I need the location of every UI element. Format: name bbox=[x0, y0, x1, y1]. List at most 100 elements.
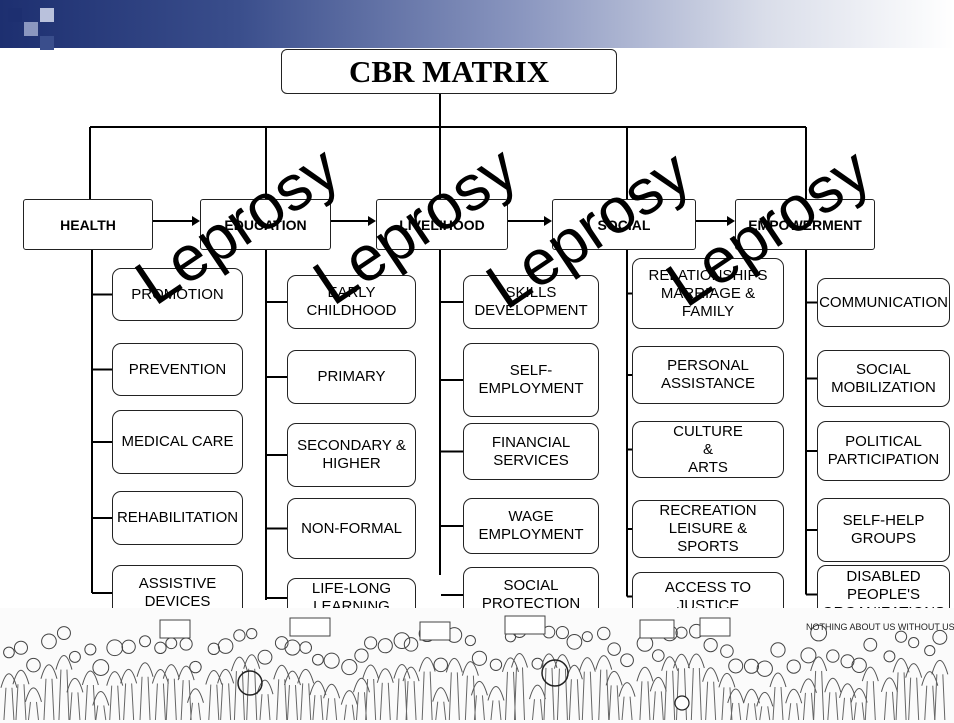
person-head bbox=[217, 638, 234, 654]
element-box: RELATIONSHIPS MARRIAGE & FAMILY bbox=[632, 258, 784, 329]
person-leg bbox=[813, 670, 817, 721]
person-body bbox=[186, 688, 204, 703]
person-leg bbox=[286, 685, 290, 721]
person-leg bbox=[343, 704, 347, 721]
person-leg bbox=[639, 681, 643, 721]
person-leg bbox=[539, 699, 543, 721]
person-body bbox=[0, 673, 18, 688]
element-box: EARLY CHILDHOOD bbox=[287, 275, 416, 329]
element-box: SELF-HELP GROUPS bbox=[817, 498, 950, 562]
element-box: SKILLS DEVELOPMENT bbox=[463, 275, 599, 329]
person-head bbox=[207, 642, 221, 656]
person-leg bbox=[23, 684, 27, 721]
corner-square-4 bbox=[40, 36, 54, 50]
person-head bbox=[471, 650, 488, 666]
person-head bbox=[464, 635, 476, 647]
arrowhead bbox=[192, 216, 200, 226]
element-box: PREVENTION bbox=[112, 343, 243, 396]
person-head bbox=[393, 632, 411, 650]
person-leg bbox=[294, 685, 298, 721]
person-body bbox=[649, 676, 667, 692]
person-head bbox=[703, 637, 718, 653]
person-head bbox=[41, 633, 57, 650]
person-body bbox=[402, 666, 420, 682]
person-head bbox=[26, 657, 41, 673]
person-leg bbox=[147, 676, 151, 721]
person-head bbox=[154, 641, 167, 655]
people-illustration-banner: NOTHING ABOUT US WITHOUT US bbox=[0, 608, 954, 723]
person-head bbox=[56, 626, 71, 641]
person-leg bbox=[95, 705, 99, 721]
person-head bbox=[756, 660, 773, 677]
person-head bbox=[233, 629, 246, 642]
person-leg bbox=[675, 668, 679, 721]
person-leg bbox=[647, 681, 651, 721]
person-leg bbox=[683, 668, 687, 721]
person-leg bbox=[780, 686, 784, 721]
person-body bbox=[824, 677, 842, 693]
person-head bbox=[106, 639, 124, 657]
person-body bbox=[362, 664, 380, 680]
person-leg bbox=[35, 701, 39, 721]
person-leg bbox=[903, 672, 907, 721]
person-leg bbox=[3, 687, 7, 721]
person-leg bbox=[564, 668, 568, 721]
element-box: PRIMARY bbox=[287, 350, 416, 404]
person-body bbox=[861, 666, 879, 682]
person-body bbox=[553, 654, 571, 669]
person-leg bbox=[387, 682, 391, 721]
person-body bbox=[850, 687, 868, 703]
header-gradient-bar bbox=[0, 0, 954, 48]
person-leg bbox=[51, 678, 55, 721]
person-head bbox=[189, 660, 202, 674]
corner-square-2 bbox=[24, 22, 38, 36]
person-leg bbox=[216, 684, 220, 721]
person-head bbox=[581, 631, 593, 643]
person-leg bbox=[581, 671, 585, 721]
person-leg bbox=[413, 681, 417, 721]
person-body bbox=[769, 672, 787, 688]
person-head bbox=[68, 650, 81, 663]
person-leg bbox=[498, 700, 502, 721]
person-body bbox=[55, 655, 73, 670]
person-body bbox=[673, 653, 690, 669]
person-leg bbox=[241, 671, 245, 721]
person-body bbox=[340, 690, 358, 705]
person-leg bbox=[705, 681, 709, 721]
component-livelihood: LIVELIHOOD bbox=[376, 199, 508, 250]
person-leg bbox=[109, 685, 113, 721]
person-leg bbox=[69, 692, 73, 721]
element-box: MEDICAL CARE bbox=[112, 410, 243, 474]
person-body bbox=[578, 657, 596, 672]
person-leg bbox=[850, 697, 854, 721]
person-head bbox=[121, 639, 136, 654]
person-leg bbox=[895, 672, 899, 721]
element-box: SOCIAL MOBILIZATION bbox=[817, 350, 950, 407]
placard bbox=[419, 621, 451, 641]
person-head bbox=[531, 657, 544, 670]
placard bbox=[289, 617, 331, 637]
person-body bbox=[323, 683, 341, 699]
person-body bbox=[136, 662, 154, 677]
person-leg bbox=[351, 704, 355, 721]
person-head bbox=[826, 649, 840, 663]
person-leg bbox=[43, 678, 47, 721]
person-leg bbox=[481, 695, 485, 721]
person-body bbox=[718, 672, 736, 688]
person-head bbox=[743, 658, 760, 674]
person-leg bbox=[942, 674, 946, 721]
person-head bbox=[607, 642, 621, 656]
person-leg bbox=[738, 702, 742, 721]
element-box: SELF- EMPLOYMENT bbox=[463, 343, 599, 417]
person-leg bbox=[162, 683, 166, 721]
person-body bbox=[605, 670, 623, 686]
placard bbox=[699, 617, 731, 637]
wheelchair-wheel bbox=[237, 670, 263, 696]
person-leg bbox=[189, 702, 193, 721]
person-leg bbox=[759, 706, 763, 721]
person-leg bbox=[154, 683, 158, 721]
person-head bbox=[908, 637, 920, 649]
component-health: HEALTH bbox=[23, 199, 153, 250]
person-leg bbox=[864, 681, 868, 721]
